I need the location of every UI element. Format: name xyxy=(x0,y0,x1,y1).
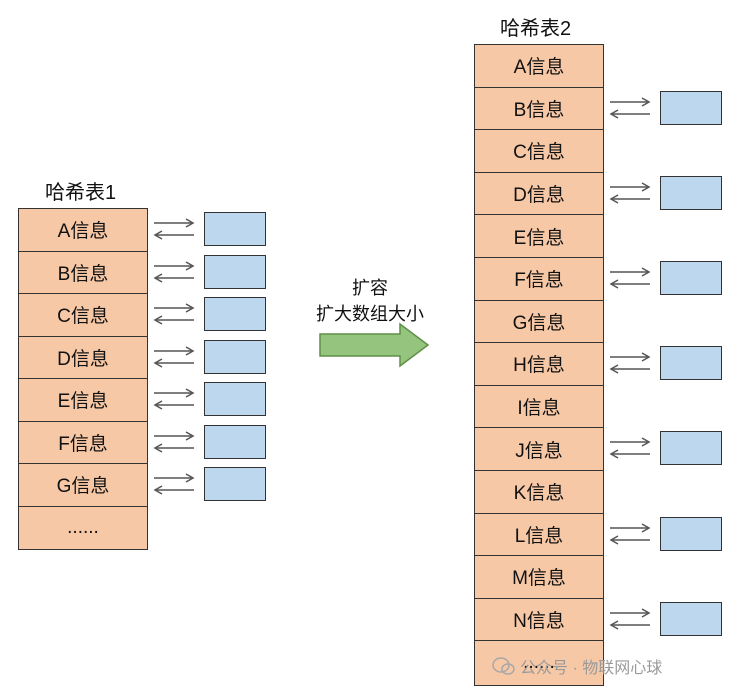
right-table-row: C信息 xyxy=(475,130,603,173)
left-table-row: A信息 xyxy=(19,209,147,252)
bidirectional-arrow-icon xyxy=(153,430,195,453)
right-data-box xyxy=(660,431,722,466)
right-table-row: B信息 xyxy=(475,88,603,131)
left-table-row: ...... xyxy=(67,516,99,538)
left-table-row: C信息 xyxy=(19,294,147,337)
left-data-box xyxy=(204,254,266,289)
right-data-box xyxy=(660,90,722,125)
expand-label: 扩容 xyxy=(352,278,388,298)
expand-arrow-icon xyxy=(319,322,430,368)
bidirectional-arrow-icon xyxy=(153,345,195,368)
left-table-row: F信息 xyxy=(19,422,147,464)
left-data-box xyxy=(204,382,266,416)
right-table-row: K信息 xyxy=(475,471,603,514)
bidirectional-arrow-icon xyxy=(153,473,195,495)
right-data-box xyxy=(660,601,722,636)
right-table-row: A信息 xyxy=(475,45,603,88)
bidirectional-arrow-icon xyxy=(609,352,651,374)
left-table-row: G信息 xyxy=(19,464,147,507)
right-table-row: D信息 xyxy=(475,173,603,216)
bidirectional-arrow-icon xyxy=(153,303,195,325)
left-data-box xyxy=(204,424,266,459)
bidirectional-arrow-icon xyxy=(609,267,651,289)
right-table-row: N信息 xyxy=(475,599,603,642)
watermark-text: 公众号 · 物联网心球 xyxy=(520,660,663,677)
bidirectional-arrow-icon xyxy=(609,182,651,204)
bidirectional-arrow-icon xyxy=(153,260,195,283)
left-data-box xyxy=(204,297,266,331)
bidirectional-arrow-icon xyxy=(609,96,651,119)
expand-description: 扩大数组大小 xyxy=(316,304,424,324)
left-table-row: E信息 xyxy=(19,379,147,422)
bidirectional-arrow-icon xyxy=(609,608,651,630)
right-data-box xyxy=(660,261,722,295)
left-data-box xyxy=(204,467,266,501)
right-table-row: I信息 xyxy=(475,386,603,429)
right-data-box xyxy=(660,346,722,381)
bidirectional-arrow-icon xyxy=(609,437,651,460)
right-table-row: F信息 xyxy=(475,258,603,301)
right-table-row: M信息 xyxy=(475,556,603,599)
right-data-box xyxy=(660,516,722,551)
left-table-row: D信息 xyxy=(19,337,147,379)
right-table-row: ...... xyxy=(523,651,555,673)
left-table-title: 哈希表1 xyxy=(45,182,117,204)
bidirectional-arrow-icon xyxy=(153,218,195,240)
right-table-row: H信息 xyxy=(475,343,603,386)
right-data-box xyxy=(660,175,722,210)
right-table-row: E信息 xyxy=(475,215,603,258)
right-table-row: G信息 xyxy=(475,301,603,344)
right-table-row: J信息 xyxy=(475,428,603,471)
left-data-box xyxy=(204,339,266,374)
left-data-box xyxy=(204,212,266,246)
wechat-icon xyxy=(492,657,515,675)
bidirectional-arrow-icon xyxy=(153,388,195,410)
right-table-row: L信息 xyxy=(475,514,603,557)
bidirectional-arrow-icon xyxy=(609,522,651,545)
left-table-row: B信息 xyxy=(19,252,147,294)
right-table-title: 哈希表2 xyxy=(500,18,572,40)
